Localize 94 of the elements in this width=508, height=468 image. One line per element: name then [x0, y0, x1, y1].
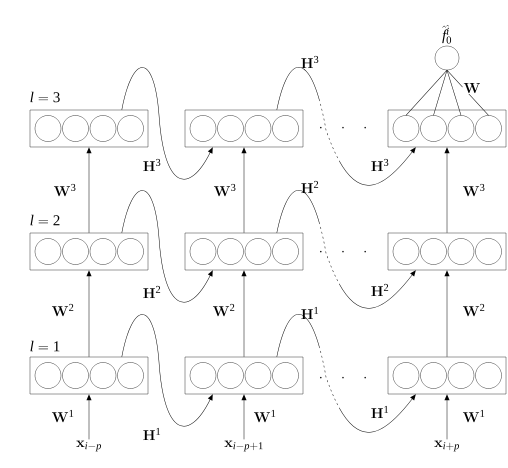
neuron-circle	[217, 362, 244, 389]
neuron-circle	[117, 238, 144, 265]
node-label: $\hat{f}_0^{\hat{i}}$	[442, 24, 452, 44]
neuron-circle	[62, 238, 89, 265]
matrix-label: $\mathbf{H}^3$	[301, 56, 318, 68]
neuron-circle	[217, 238, 244, 265]
edge-label: $\mathbf{H}^1$	[370, 404, 390, 420]
edge-label: $\mathbf{W}^2$	[50, 302, 76, 318]
connection-line	[433, 70, 448, 116]
ellipsis: $\cdot\quad\cdot\quad\cdot$	[320, 376, 366, 378]
neuron-circle	[475, 362, 502, 389]
edge-label: $\mathbf{W}^3$	[52, 182, 78, 198]
neuron-circle	[217, 115, 244, 142]
edge-label: $\mathbf{H}^3$	[370, 158, 390, 172]
neuron-circle	[90, 238, 116, 265]
neuron-circle	[34, 238, 62, 265]
recurrent-arrow	[276, 190, 416, 308]
edge-label: $\mathbf{H}^3$	[142, 158, 162, 172]
neuron-circle	[244, 115, 272, 142]
neuron-circle	[392, 238, 420, 265]
ellipsis: $\cdot\quad\cdot\quad\cdot$	[320, 126, 366, 128]
recurrent-arrow	[276, 314, 416, 432]
layer-label: $l = 3$	[30, 92, 60, 102]
arrow	[242, 270, 246, 358]
recurrent-arrow	[122, 314, 213, 426]
recurrent-arrow	[122, 67, 213, 180]
neuron-circle	[420, 238, 447, 265]
neuron-circle	[190, 238, 216, 265]
neuron-circle	[392, 362, 420, 389]
arrow	[444, 394, 450, 440]
matrix-label: $\mathbf{H}^1$	[301, 306, 318, 320]
edge-label: $\mathbf{H}^1$	[142, 426, 162, 442]
edge-label: $\mathbf{W}$	[462, 82, 482, 94]
edge-label: $\mathbf{W}^3$	[462, 182, 486, 198]
neuron-circle	[34, 115, 62, 142]
neuron-circle	[190, 362, 216, 389]
edge-label: $\mathbf{H}^2$	[370, 282, 390, 298]
layer-box	[388, 356, 506, 394]
neuron-circle	[90, 115, 116, 142]
layer-box	[184, 110, 304, 148]
neuron-circle	[244, 362, 272, 389]
connection-line	[446, 70, 462, 116]
neuron-circle	[448, 115, 474, 142]
arrow	[86, 148, 92, 234]
neuron-circle	[244, 238, 272, 265]
neuron-circle	[272, 115, 299, 142]
matrix-label: $\mathbf{H}^2$	[301, 180, 318, 194]
connection-line	[406, 70, 448, 116]
neuron-circle	[475, 115, 502, 142]
arrow	[242, 148, 246, 234]
layer-box	[388, 110, 506, 148]
recurrent-arrow	[276, 67, 416, 186]
neuron-circle	[272, 238, 299, 265]
arrow	[242, 394, 246, 440]
neuron-circle	[117, 362, 144, 389]
neuron-circle	[117, 115, 144, 142]
neuron-circle	[475, 238, 502, 265]
arrow	[86, 270, 92, 358]
neuron-circle	[392, 115, 420, 142]
edge-label: $\mathbf{W}^1$	[252, 408, 278, 424]
ellipsis: $\cdot\quad\cdot\quad\cdot$	[320, 250, 366, 252]
arrow	[444, 270, 450, 358]
edge-label: $\mathbf{W}^2$	[462, 302, 486, 318]
neuron-circle	[34, 362, 62, 389]
neuron-circle	[420, 362, 447, 389]
layer-box	[184, 232, 304, 270]
neuron-circle	[448, 362, 474, 389]
edge-label: $\mathbf{W}^1$	[462, 408, 486, 424]
layer-box	[184, 356, 304, 394]
connection-line	[446, 70, 489, 116]
neuron-circle	[448, 238, 474, 265]
neuron-circle	[90, 362, 116, 389]
input-label: $\mathbf{x}_{i-p+1}$	[224, 440, 263, 452]
edge-label: $\mathbf{W}^1$	[50, 408, 76, 424]
neuron-circle	[190, 115, 216, 142]
edge-label: $\mathbf{W}^2$	[212, 302, 236, 318]
layer-label: $l = 2$	[30, 214, 60, 226]
input-label: $\mathbf{x}_{i+p}$	[434, 440, 460, 452]
neuron-circle	[420, 115, 447, 142]
layer-box	[30, 356, 148, 394]
arrow	[444, 148, 450, 234]
edge-label: $\mathbf{H}^2$	[142, 284, 162, 300]
recurrent-arrow	[122, 190, 213, 302]
output-neuron: $\hat{f}_0^{\hat{i}}$	[434, 24, 460, 70]
layer-box	[388, 232, 506, 270]
neuron-circle	[62, 362, 89, 389]
layer-label: $l = 1$	[30, 340, 60, 352]
layer-box	[30, 232, 148, 270]
input-label: $\mathbf{x}_{i-p}$	[76, 440, 102, 452]
layer-box	[30, 110, 148, 148]
neuron-circle	[62, 115, 89, 142]
neuron-circle	[272, 362, 299, 389]
arrow	[86, 394, 92, 440]
edge-label: $\mathbf{W}^3$	[212, 182, 238, 198]
